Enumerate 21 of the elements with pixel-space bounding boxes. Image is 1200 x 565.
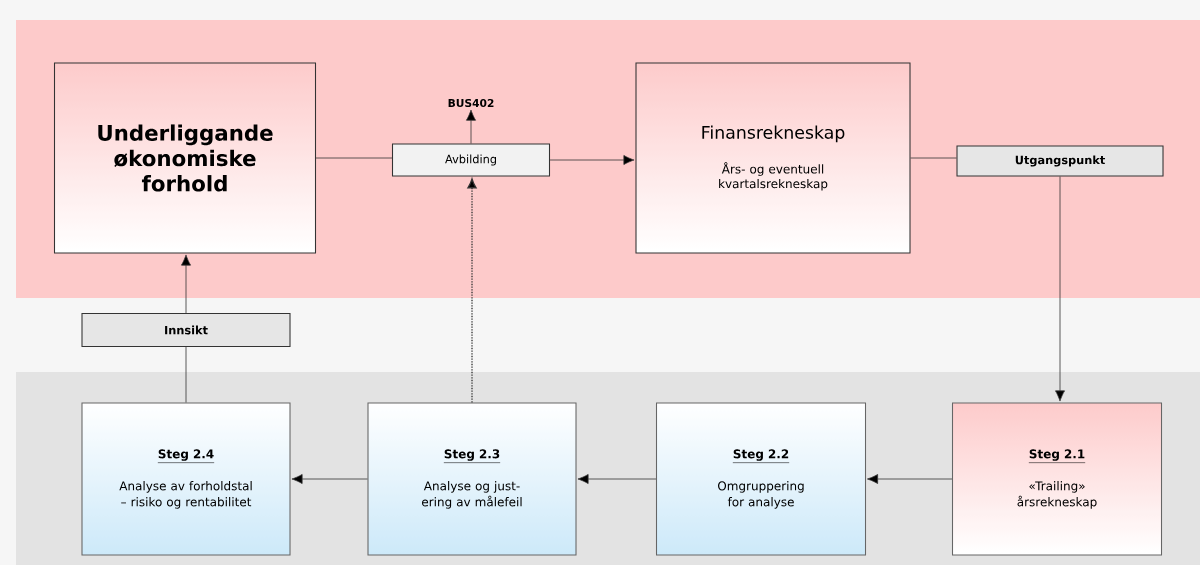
- arrow: [291, 474, 368, 484]
- label-box: Avbilding: [391, 143, 551, 177]
- label-box: Utgangspunkt: [956, 145, 1164, 177]
- step-box: Steg 2.3 Analyse og just-ering av målefeil: [367, 402, 577, 556]
- process-box: Finansrekneskap Års- og eventuell kvartalsrekneskap: [635, 62, 911, 254]
- process-box: Underliggande økonomiske forhold: [53, 62, 317, 254]
- label-box: Innsikt: [81, 312, 291, 348]
- arrow: [549, 155, 635, 165]
- course-code-text: BUS402: [448, 98, 494, 108]
- step-box: Steg 2.4 Analyse av forholdstal – risiko og rentabilitet: [81, 402, 291, 556]
- arrow: [867, 474, 953, 484]
- arrow: [181, 254, 191, 314]
- arrow: [1055, 176, 1065, 402]
- arrow: [466, 109, 476, 144]
- arrow: [467, 178, 477, 404]
- step-box: Steg 2.2 Omgruppering for analyse: [655, 402, 867, 556]
- step-box: Steg 2.1 «Trailing» årsrekneskap: [951, 402, 1163, 556]
- connector-line: [315, 157, 393, 159]
- connector-line: [185, 346, 187, 403]
- connector-line: [910, 157, 957, 159]
- arrow: [577, 474, 657, 484]
